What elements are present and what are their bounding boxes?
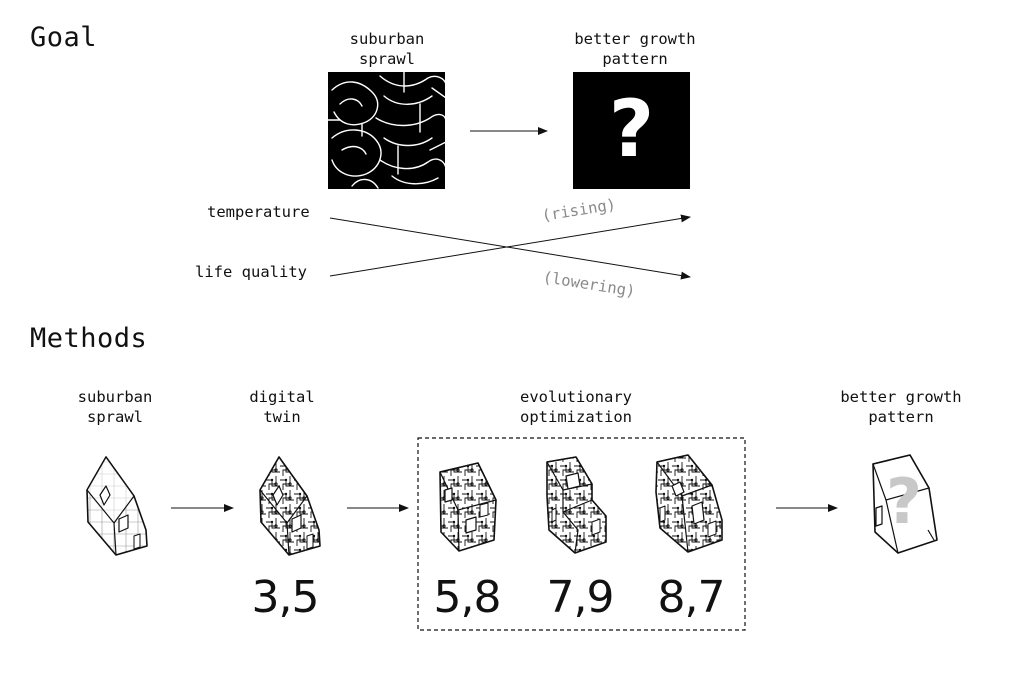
method-step-4-label-line2: pattern <box>868 408 934 426</box>
temperature-label: temperature <box>207 203 310 221</box>
sprawl-map <box>328 72 445 189</box>
goal-source-label: suburban sprawl <box>328 29 446 69</box>
optimization-box <box>417 437 746 631</box>
method-step-2-label-line2: twin <box>263 408 301 426</box>
building-unknown-icon <box>872 454 938 554</box>
method-step-2-label-line1: digital <box>249 388 315 406</box>
variant-3-score: 8,7 <box>657 572 726 623</box>
method-step-1-label-line2: sprawl <box>87 408 143 426</box>
goal-question-mark-icon: ? <box>608 85 655 175</box>
goal-source-label-line1: suburban <box>349 30 425 48</box>
method-step-2-label: digital twin <box>222 387 342 427</box>
building-twin-icon <box>259 456 321 556</box>
life-quality-label: life quality <box>195 263 307 281</box>
building-variant-2-icon <box>546 456 607 554</box>
method-step-4-label: better growth pattern <box>826 387 976 427</box>
building-sprawl-icon <box>86 456 148 556</box>
goal-target-label-line1: better growth <box>574 30 696 48</box>
building-variant-1-icon <box>439 462 497 552</box>
target-unknown-box <box>573 72 690 189</box>
life-quality-trend-line <box>329 214 691 277</box>
variant-1-score: 5,8 <box>433 572 502 623</box>
building-variant-3-icon <box>655 454 723 553</box>
goal-target-label-line2: pattern <box>602 50 668 68</box>
temperature-trend-line <box>329 217 691 280</box>
method-step-4-label-line1: better growth <box>840 388 962 406</box>
method-step-3-label: evolutionary optimization <box>496 387 656 427</box>
method-question-mark-icon: ? <box>886 465 922 538</box>
goal-heading: Goal <box>30 22 98 53</box>
goal-target-label: better growth pattern <box>560 29 710 69</box>
method-step-3-label-line2: optimization <box>520 408 632 426</box>
method-step-1-label: suburban sprawl <box>55 387 175 427</box>
variant-2-score: 7,9 <box>546 572 615 623</box>
method-step-1-label-line1: suburban <box>77 388 153 406</box>
method-step-3-label-line1: evolutionary <box>520 388 632 406</box>
twin-score: 3,5 <box>251 572 320 623</box>
goal-source-label-line2: sprawl <box>359 50 415 68</box>
methods-heading: Methods <box>30 323 148 354</box>
